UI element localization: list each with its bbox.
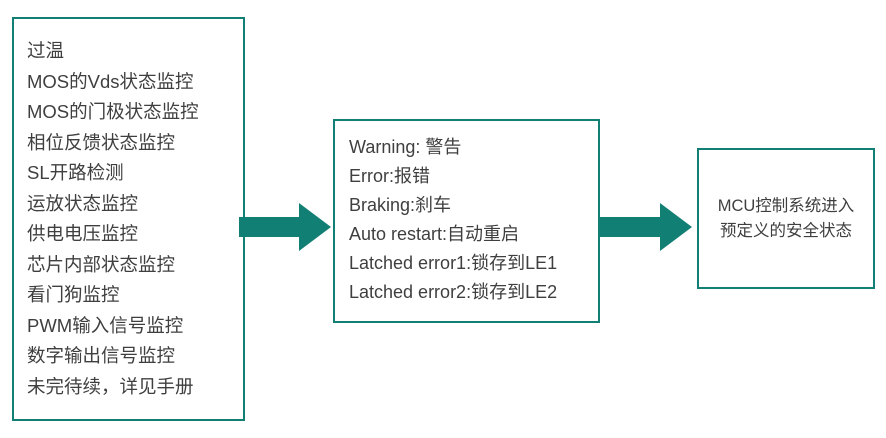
list-item: Error:报错	[349, 166, 430, 186]
arrow-right-icon	[239, 203, 331, 251]
list-item: 运放状态监控	[27, 192, 139, 214]
list-item: 芯片内部状态监控	[27, 253, 176, 275]
list-item: 未完待续，详见手册	[27, 375, 194, 397]
monitoring-features-list: 过温 MOS的Vds状态监控 MOS的门极状态监控 相位反馈状态监控 SL开路检…	[14, 19, 243, 402]
fault-reactions-list: Warning: 警告 Error:报错 Braking:刹车 Auto res…	[335, 121, 598, 307]
list-item: Warning: 警告	[349, 137, 462, 157]
list-item: 看门狗监控	[27, 284, 120, 305]
list-item: PWM输入信号监控	[27, 314, 184, 336]
list-item: MOS的门极状态监控	[27, 101, 199, 122]
monitoring-features-box: 过温 MOS的Vds状态监控 MOS的门极状态监控 相位反馈状态监控 SL开路检…	[12, 17, 245, 421]
list-item: Auto restart:自动重启	[349, 224, 520, 244]
text-line: MCU控制系统进入	[717, 196, 855, 215]
list-item: SL开路检测	[27, 162, 124, 183]
text-line: 预定义的安全状态	[719, 221, 852, 240]
mcu-safe-state-text: MCU控制系统进入 预定义的安全状态	[718, 194, 855, 244]
list-item: 数字输出信号监控	[27, 345, 176, 366]
list-item: Latched error2:锁存到LE2	[349, 282, 558, 302]
fault-reactions-box: Warning: 警告 Error:报错 Braking:刹车 Auto res…	[333, 119, 600, 323]
arrow-right-icon	[600, 203, 692, 251]
list-item: Braking:刹车	[349, 195, 452, 215]
list-item: 相位反馈状态监控	[27, 131, 176, 153]
list-item: Latched error1:锁存到LE1	[349, 253, 558, 273]
mcu-safe-state-box: MCU控制系统进入 预定义的安全状态	[697, 148, 875, 289]
list-item: MOS的Vds状态监控	[27, 70, 194, 92]
list-item: 过温	[27, 40, 65, 61]
list-item: 供电电压监控	[27, 223, 139, 244]
